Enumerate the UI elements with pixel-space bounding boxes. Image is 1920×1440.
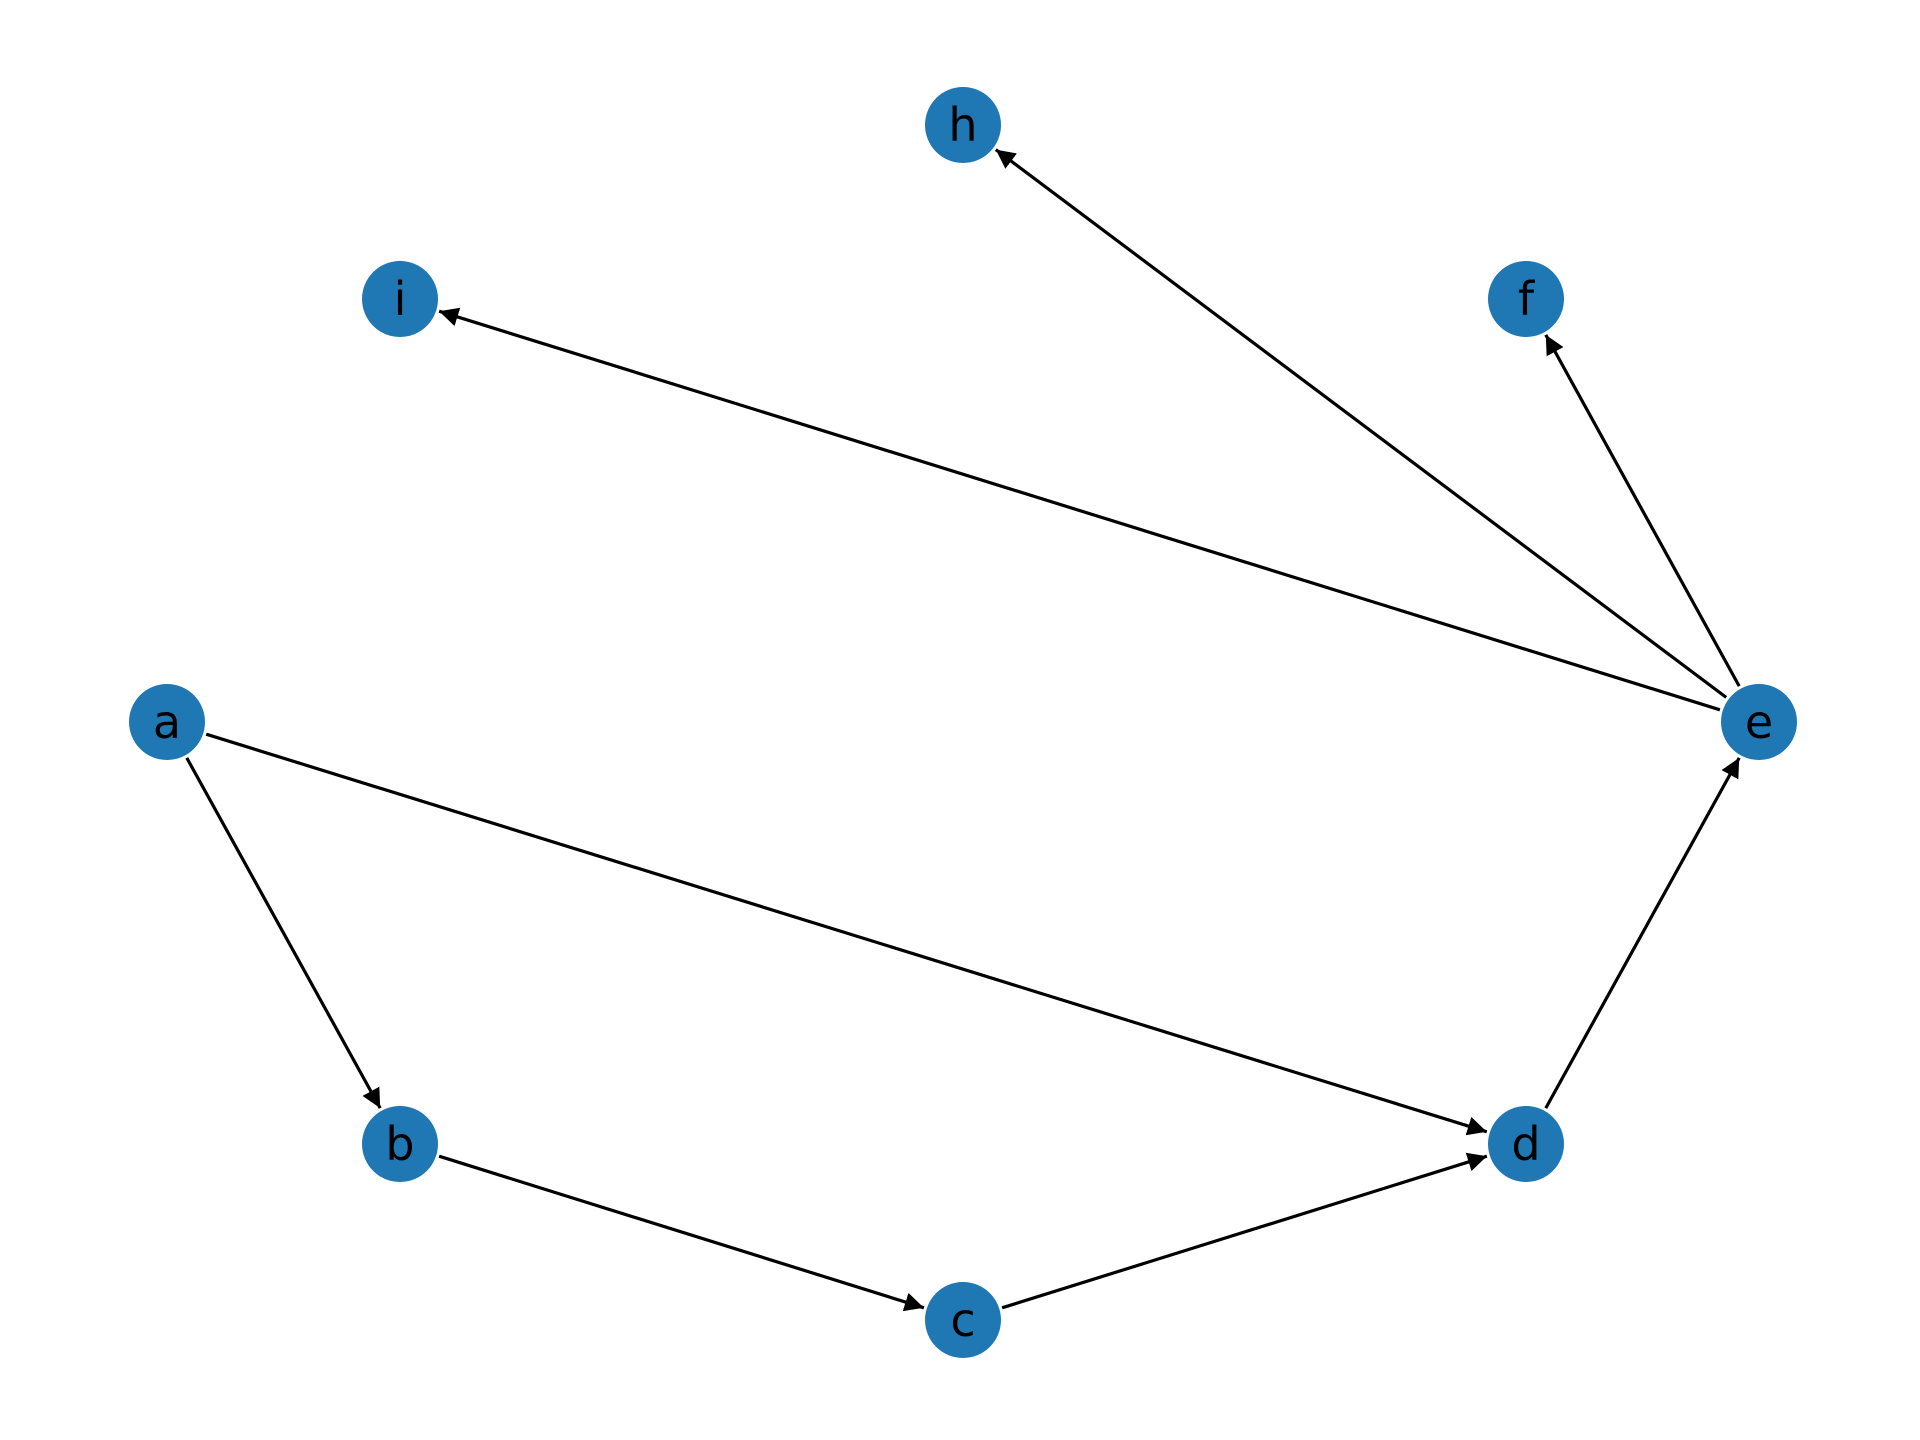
- node-circle-a: [129, 684, 205, 760]
- node-f: f: [1488, 261, 1564, 337]
- node-label-h: h: [948, 98, 977, 152]
- node-circle-i: [362, 261, 438, 337]
- node-circle-d: [1488, 1106, 1564, 1182]
- edge-e-h: [994, 148, 1728, 699]
- node-label-e: e: [1745, 695, 1773, 749]
- edges-layer: [185, 148, 1741, 1312]
- node-label-a: a: [153, 695, 181, 749]
- node-h: h: [925, 87, 1001, 163]
- edge-a-b: [185, 757, 382, 1109]
- node-e: e: [1721, 684, 1797, 760]
- node-i: i: [362, 261, 438, 337]
- nodes-layer: a b c d e f h i: [129, 87, 1797, 1358]
- edge-d-e: [1544, 757, 1741, 1109]
- edge-e-i: [438, 307, 1721, 712]
- node-circle-c: [925, 1282, 1001, 1358]
- node-a: a: [129, 684, 205, 760]
- node-label-f: f: [1518, 272, 1536, 326]
- node-circle-f: [1488, 261, 1564, 337]
- node-circle-b: [362, 1106, 438, 1182]
- edge-b-c: [438, 1154, 925, 1312]
- node-label-c: c: [950, 1293, 975, 1347]
- edge-a-d: [205, 732, 1488, 1136]
- node-circle-h: [925, 87, 1001, 163]
- node-d: d: [1488, 1106, 1564, 1182]
- node-label-i: i: [394, 272, 407, 326]
- edge-c-d: [1001, 1152, 1488, 1310]
- node-label-b: b: [385, 1117, 414, 1171]
- node-c: c: [925, 1282, 1001, 1358]
- node-b: b: [362, 1106, 438, 1182]
- node-label-d: d: [1511, 1117, 1540, 1171]
- edge-e-f: [1544, 334, 1741, 687]
- node-circle-e: [1721, 684, 1797, 760]
